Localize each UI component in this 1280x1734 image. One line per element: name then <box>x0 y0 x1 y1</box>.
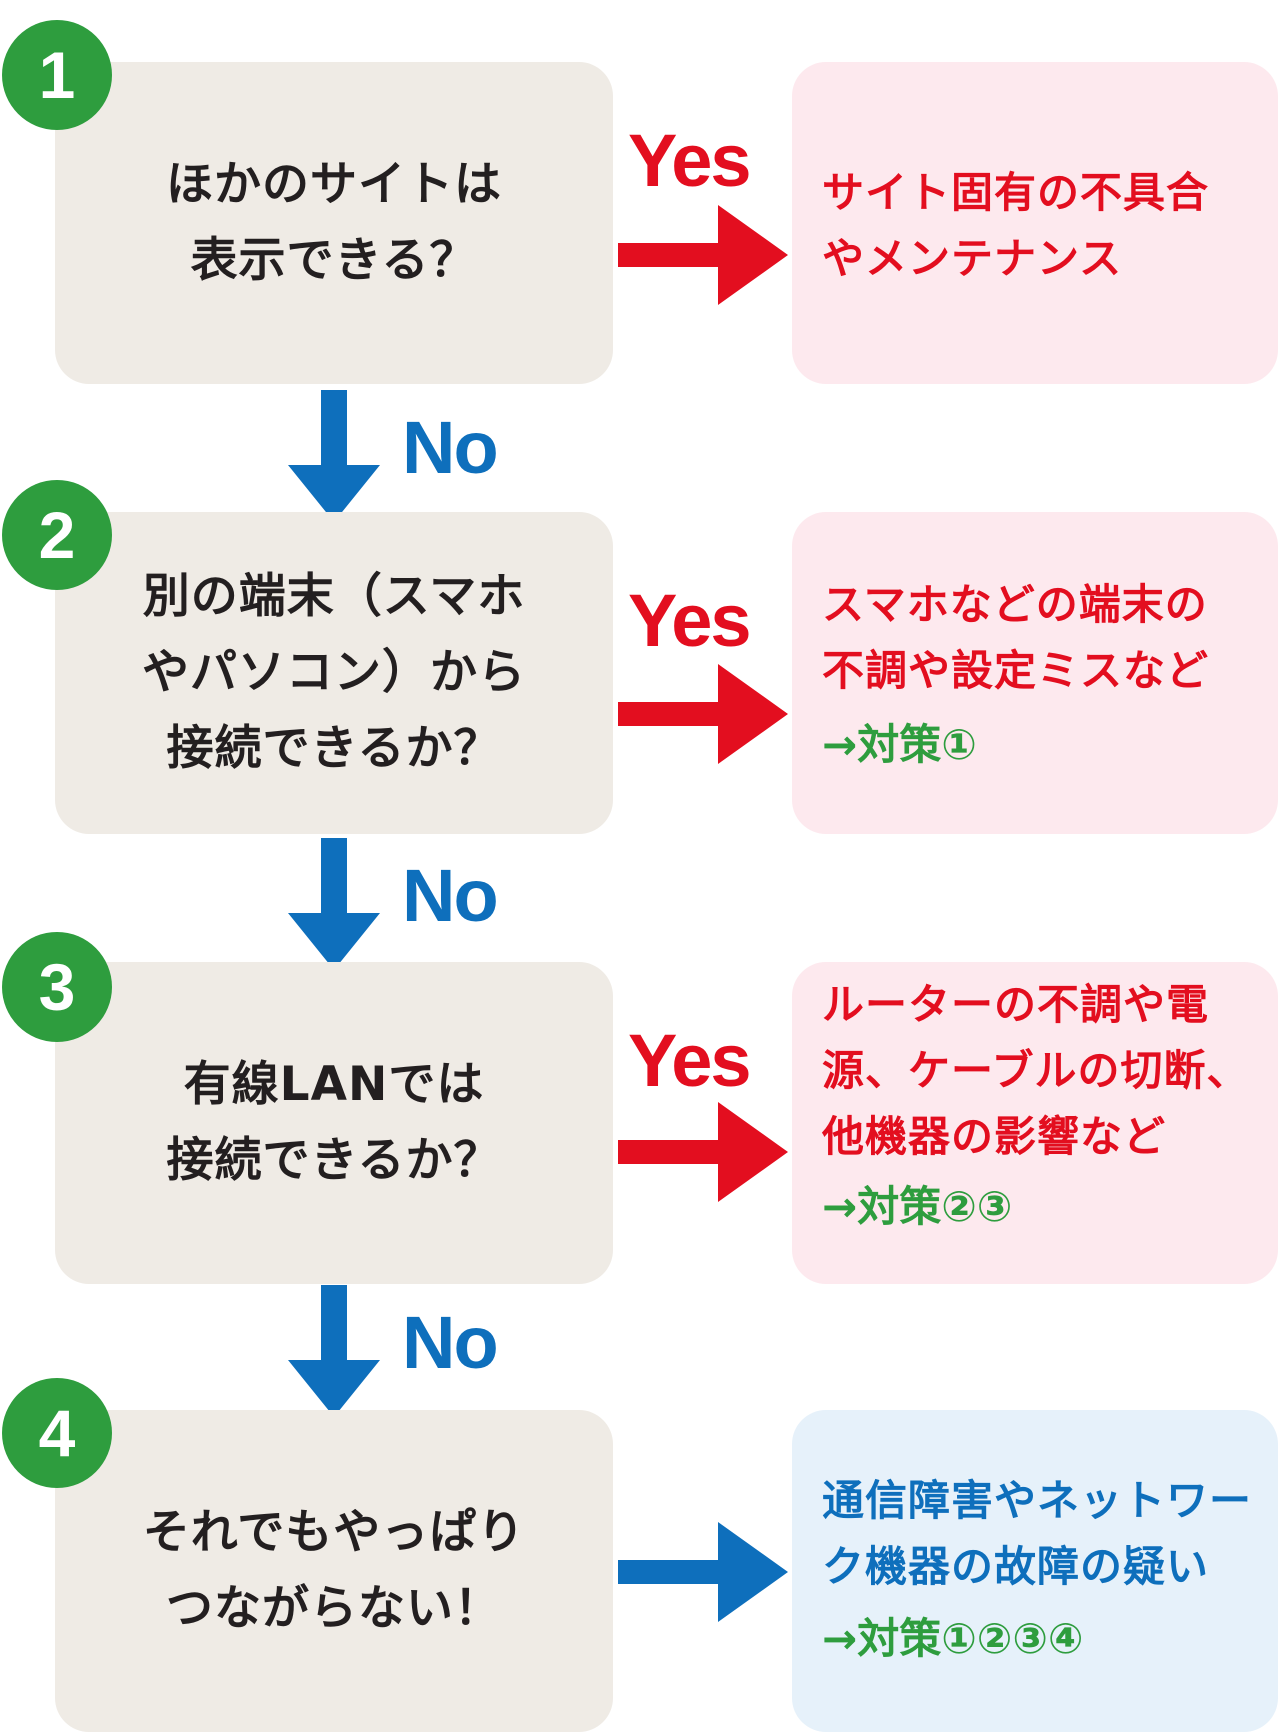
step-number-3: 3 <box>38 950 76 1024</box>
no-label-3: No <box>402 1301 499 1384</box>
yes-label-1: Yes <box>628 119 752 202</box>
answer-text-1: サイト固有の不具合 やメンテナンス <box>822 168 1210 283</box>
answer-box-1: サイト固有の不具合 やメンテナンス <box>792 62 1278 384</box>
step-number-2: 2 <box>38 498 76 572</box>
answer-box-2: スマホなどの端末の 不調や設定ミスなど →対策① <box>792 512 1278 834</box>
question-text-3: 有線LANでは 接続できるか？ <box>166 1057 502 1188</box>
step-number-badge-3: 3 <box>2 932 112 1042</box>
answer-box-3: ルーターの不調や電 源、ケーブルの切断、 他機器の影響など →対策②③ <box>792 962 1278 1284</box>
question-box-2: 別の端末（スマホ やパソコン）から 接続できるか？ <box>55 512 613 834</box>
yes-arrow-icon-1 <box>618 205 788 305</box>
answer-ref-2: →対策① <box>822 720 977 769</box>
answer-box-4: 通信障害やネットワー ク機器の故障の疑い →対策①②③④ <box>792 1410 1278 1732</box>
yes-label-2: Yes <box>628 579 752 662</box>
no-arrow-icon-2 <box>288 838 380 970</box>
yes-label-3: Yes <box>628 1019 752 1102</box>
yes-arrow-icon-3 <box>618 1102 788 1202</box>
step-number-1: 1 <box>38 38 76 112</box>
question-box-3: 有線LANでは 接続できるか？ <box>55 962 613 1284</box>
question-text-4: それでもやっぱり つながらない！ <box>142 1505 526 1636</box>
no-arrow-icon-3 <box>288 1285 380 1417</box>
question-box-1: ほかのサイトは 表示できる？ <box>55 62 613 384</box>
step-number-4: 4 <box>38 1396 76 1470</box>
yes-arrow-icon-2 <box>618 664 788 764</box>
answer-ref-4: →対策①②③④ <box>822 1614 1084 1663</box>
step-number-badge-2: 2 <box>2 480 112 590</box>
question-text-1: ほかのサイトは 表示できる？ <box>166 157 502 288</box>
answer-ref-3: →対策②③ <box>822 1182 1013 1231</box>
no-arrow-icon-1 <box>288 390 380 522</box>
step-number-badge-1: 1 <box>2 20 112 130</box>
no-label-2: No <box>402 854 499 937</box>
answer-text-4: 通信障害やネットワー ク機器の故障の疑い <box>822 1476 1253 1591</box>
answer-text-2: スマホなどの端末の 不調や設定ミスなど <box>822 580 1210 695</box>
question-box-4: それでもやっぱり つながらない！ <box>55 1410 613 1732</box>
no-label-1: No <box>402 406 499 489</box>
blue-arrow-icon-4 <box>618 1522 788 1622</box>
answer-text-3: ルーターの不調や電 源、ケーブルの切断、 他機器の影響など <box>822 980 1250 1161</box>
step-number-badge-4: 4 <box>2 1378 112 1488</box>
question-text-2: 別の端末（スマホ やパソコン）から 接続できるか？ <box>142 569 526 776</box>
